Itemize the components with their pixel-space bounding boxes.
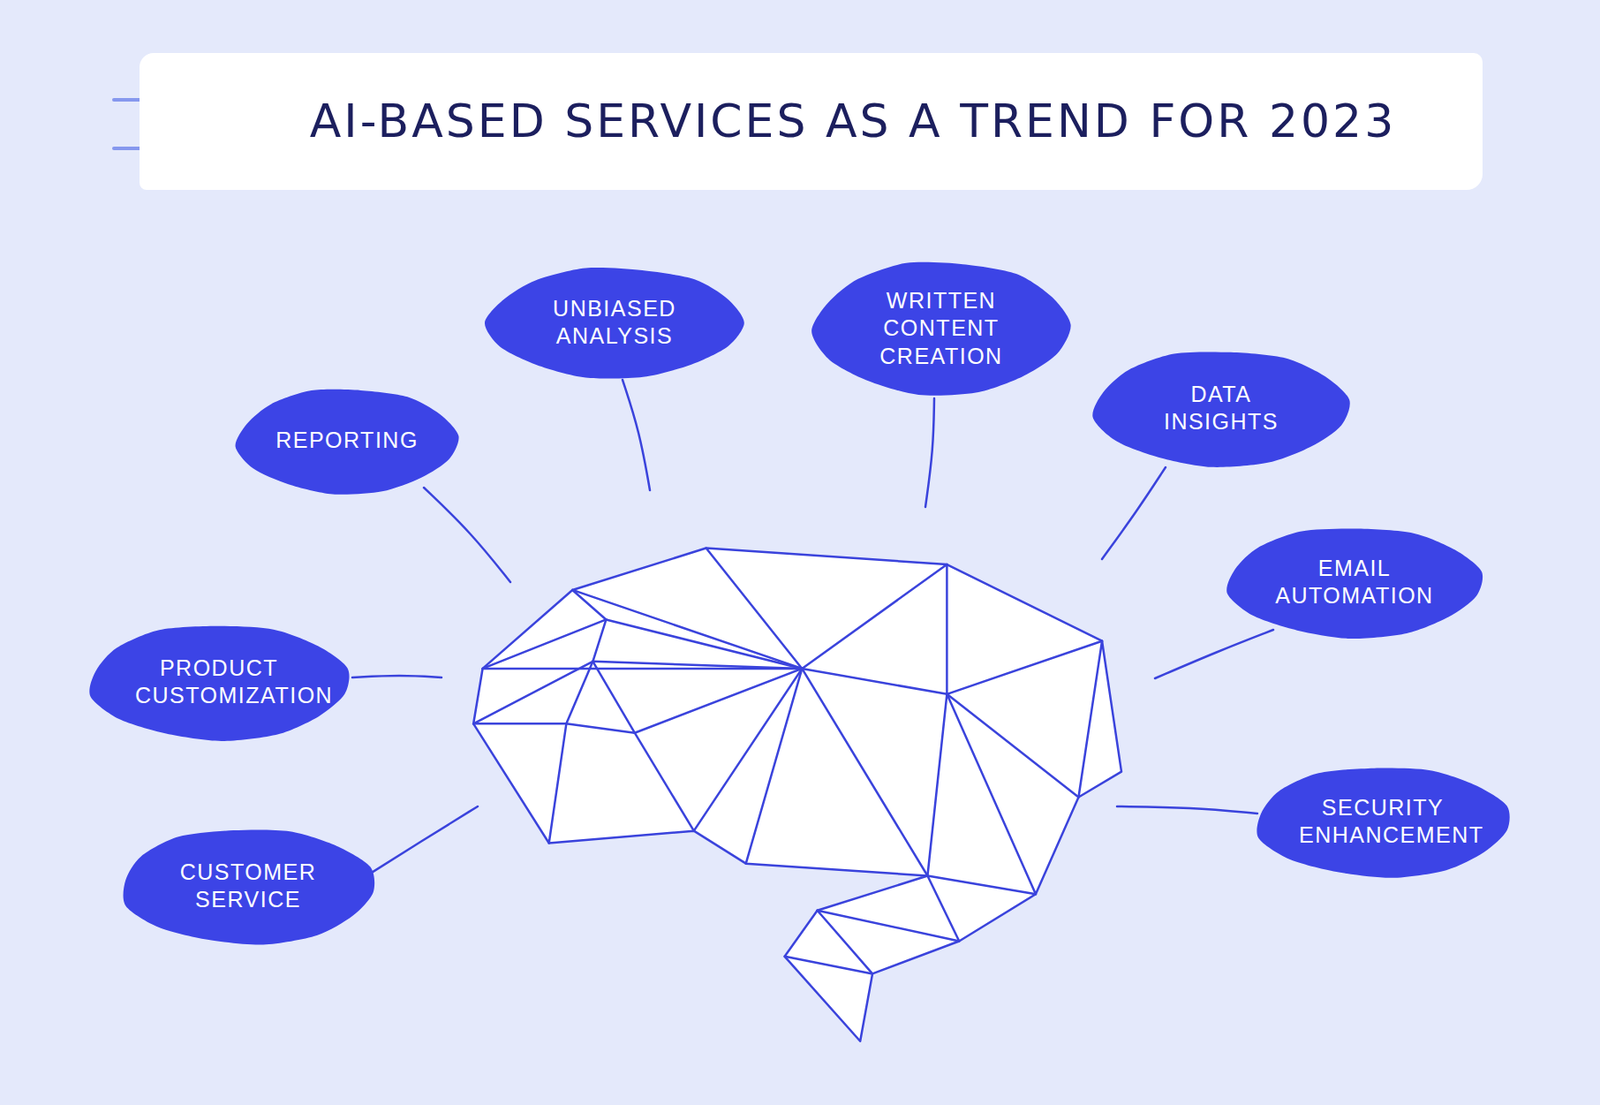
bubble-node: WRITTEN CONTENT CREATION [808,257,1074,399]
bubble-label: CUSTOMER SERVICE [164,858,333,914]
bubble-node: SECURITY ENHANCEMENT [1250,762,1516,881]
bubble-label: DATA INSIGHTS [1137,380,1306,437]
bubble-label: WRITTEN CONTENT CREATION [857,286,1026,370]
bubble-label: EMAIL AUTOMATION [1270,554,1439,611]
brain-mesh [473,548,1122,1042]
leader-line [1154,629,1274,679]
bubble-node: REPORTING [232,384,462,498]
bubble-label: SECURITY ENHANCEMENT [1298,793,1467,850]
leader-line [925,398,935,507]
bubble-label: PRODUCT CUSTOMIZATION [135,654,303,710]
bubble-shape [83,620,355,744]
bubble-label: UNBIASED ANALYSIS [530,294,699,351]
bubble-node: UNBIASED ANALYSIS [482,264,748,382]
bubble-node: DATA INSIGHTS [1088,347,1354,470]
bubble-node: PRODUCT CUSTOMIZATION [83,620,355,744]
leader-line [360,806,478,880]
title-text: AI-BASED SERVICES AS A TREND FOR 2023 [309,94,1397,148]
leader-line [1101,467,1166,559]
bubble-node: EMAIL AUTOMATION [1222,523,1487,642]
leader-line [352,675,442,678]
bubble-shape [482,264,748,382]
bubble-shape [1250,762,1516,881]
bubble-shape [1222,523,1487,642]
bubble-shape [1088,347,1354,470]
bubble-shape [115,824,381,948]
leader-line [423,487,511,582]
bubble-label: REPORTING [275,426,419,454]
leader-line [622,379,650,491]
bubble-node: CUSTOMER SERVICE [115,824,381,948]
leader-line [1116,806,1258,814]
